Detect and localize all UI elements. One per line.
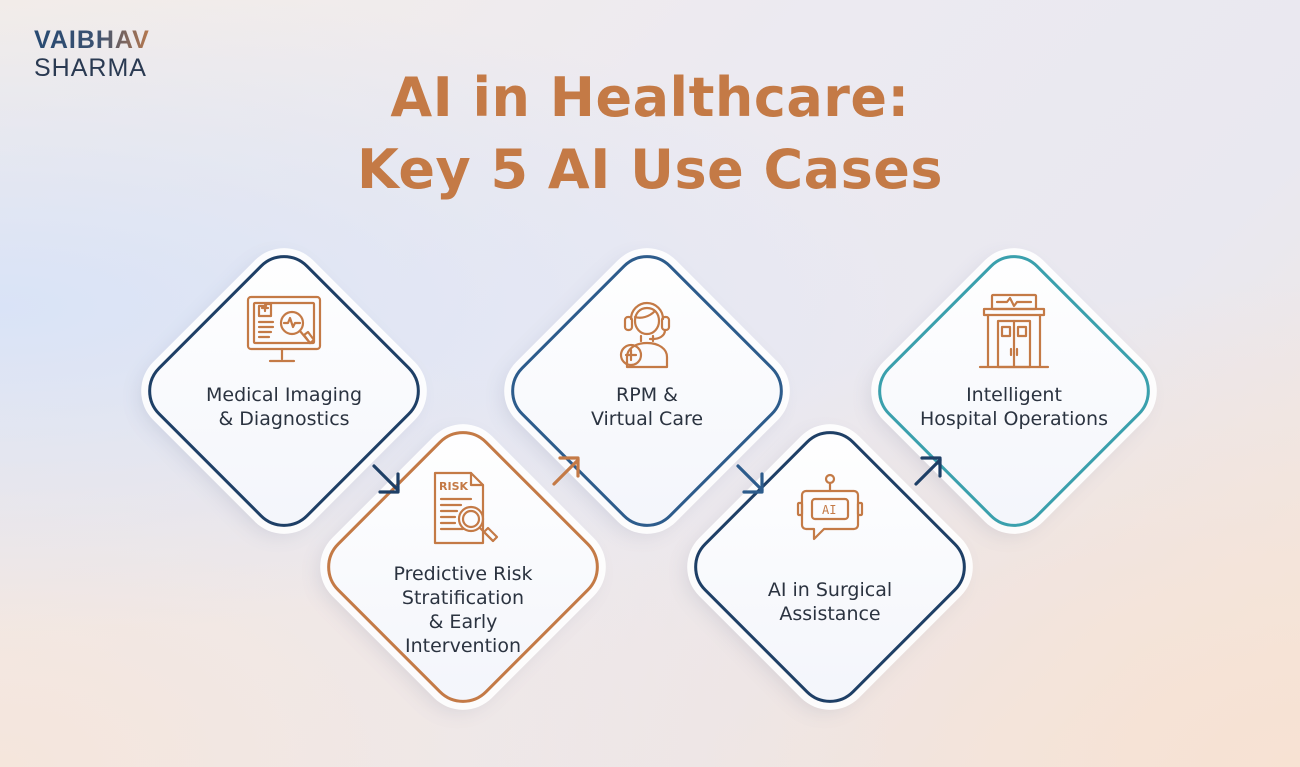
svg-text:RISK: RISK	[439, 480, 468, 493]
brand-line2: SHARMA	[34, 54, 147, 82]
use-case-card-predictive-risk: RISK Predictive Risk Stratification & Ea…	[313, 417, 613, 717]
use-case-label: Intelligent Hospital Operations	[919, 384, 1108, 430]
brand-line1: VAIBHAV	[34, 26, 150, 54]
arrow-down-icon	[736, 464, 764, 494]
use-case-label: RPM & Virtual Care	[590, 384, 704, 430]
risk-report-icon: RISK	[433, 471, 499, 545]
svg-text:AI: AI	[822, 503, 836, 517]
arrow-down-icon	[372, 464, 400, 494]
ai-robot-icon: AI	[796, 473, 864, 541]
use-case-card-surgical-assistance: AI AI in Surgical Assistance	[680, 417, 980, 717]
use-case-card-hospital-operations: Intelligent Hospital Operations	[864, 241, 1164, 541]
title-line1: AI in Healthcare:	[390, 66, 910, 129]
arrow-up-right-icon	[914, 456, 942, 486]
title-line2: Key 5 AI Use Cases	[357, 138, 943, 201]
brand-logo: VAIBHAV SHARMA	[34, 26, 150, 82]
hospital-building-icon	[978, 293, 1050, 369]
arrow-up-right-icon	[552, 456, 580, 486]
use-case-label: Predictive Risk Stratification & Early I…	[393, 563, 533, 657]
use-case-card-rpm-virtual-care: RPM & Virtual Care	[497, 241, 797, 541]
use-case-label: Medical Imaging & Diagnostics	[205, 384, 363, 430]
page-title: AI in Healthcare: Key 5 AI Use Cases	[0, 62, 1300, 206]
monitor-diagnostics-icon	[246, 295, 322, 363]
use-case-card-medical-imaging: Medical Imaging & Diagnostics	[134, 241, 434, 541]
use-case-label: AI in Surgical Assistance	[767, 579, 893, 625]
headset-agent-icon	[619, 301, 671, 369]
